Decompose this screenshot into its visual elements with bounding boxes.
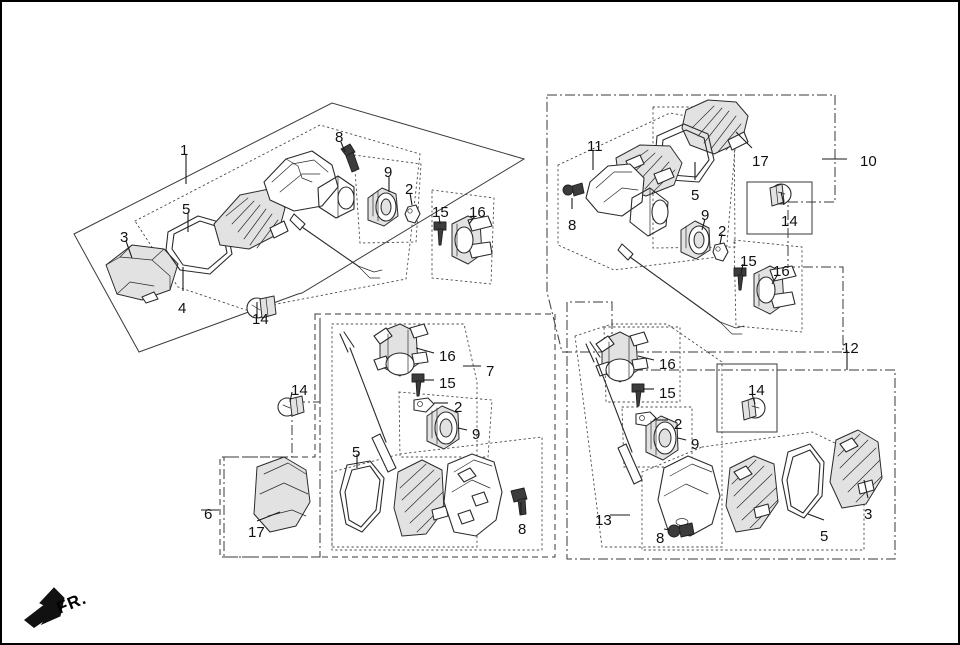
- part-11-mirror-housing-right: [585, 163, 669, 237]
- callout-1[interactable]: 1: [180, 142, 189, 159]
- lamp-lens-left: [213, 187, 289, 250]
- callout-12[interactable]: 12: [842, 340, 859, 357]
- callout-15a[interactable]: 15: [432, 204, 449, 221]
- callout-2b[interactable]: 2: [718, 223, 727, 240]
- leader-lines: [125, 131, 869, 531]
- callout-9a[interactable]: 9: [384, 164, 393, 181]
- callout-11[interactable]: 11: [587, 138, 603, 155]
- wire-harness-left: [289, 213, 383, 279]
- callout-13[interactable]: 13: [595, 512, 612, 529]
- part-16-signal-left: [451, 215, 493, 265]
- group-boundary-1: [73, 102, 526, 353]
- part-16-signal-right: [753, 265, 797, 315]
- part-15-screw-left: [433, 221, 447, 246]
- callout-8d[interactable]: 8: [656, 530, 665, 547]
- callout-15b[interactable]: 15: [740, 253, 757, 270]
- part-9-socket-left: [367, 187, 399, 227]
- part-16-signal-mid: [373, 323, 429, 377]
- part-17-lens-right: [681, 99, 749, 155]
- part-5-gasket-left: [165, 215, 233, 275]
- callout-3a[interactable]: 3: [120, 229, 129, 246]
- part-9-socket-right: [680, 220, 711, 260]
- callout-2c[interactable]: 2: [454, 399, 463, 416]
- group-boundary-16-left: [431, 189, 495, 285]
- callout-16a[interactable]: 16: [469, 204, 486, 221]
- part-14-bulb-br: [741, 397, 766, 421]
- group-boundary-7: [219, 313, 556, 558]
- part-8-screw-right: [562, 182, 585, 197]
- group-boundary-mirror-br: [641, 431, 865, 551]
- part-8-screw-left: [340, 143, 360, 173]
- part-14-bulb-mid: [277, 395, 305, 417]
- part-2-seal-mid: [413, 397, 435, 413]
- lamp-lens-br: [725, 455, 779, 533]
- callout-10[interactable]: 10: [860, 153, 877, 170]
- callout-14c[interactable]: 14: [291, 382, 308, 399]
- callout-17b[interactable]: 17: [248, 524, 265, 541]
- part-2-seal-right: [712, 242, 729, 262]
- group-boundary-16-br: [603, 326, 681, 403]
- callout-5a[interactable]: 5: [182, 201, 191, 218]
- callout-2d[interactable]: 2: [674, 416, 683, 433]
- part-9-socket-br: [645, 415, 679, 461]
- callout-7[interactable]: 7: [486, 363, 495, 380]
- callout-14b[interactable]: 14: [781, 213, 798, 230]
- callout-15c[interactable]: 15: [439, 375, 456, 392]
- callout-9d[interactable]: 9: [691, 436, 700, 453]
- callout-9c[interactable]: 9: [472, 426, 481, 443]
- group-boundary-16-right: [733, 239, 803, 333]
- group-boundary-mirror-mid: [331, 436, 543, 551]
- callout-5b[interactable]: 5: [691, 187, 700, 204]
- callout-14d[interactable]: 14: [748, 382, 765, 399]
- group-boundary-14-br: [716, 363, 778, 433]
- callout-4[interactable]: 4: [178, 300, 187, 317]
- part-17-cover-bottomleft: [253, 456, 311, 533]
- part-8-screw-br: [667, 522, 695, 538]
- group-boundary-4: [134, 124, 421, 311]
- callout-3b[interactable]: 3: [864, 506, 873, 523]
- part-5-gasket-mid: [339, 460, 385, 533]
- wire-harness-mid: [339, 331, 397, 473]
- wire-harness-right: [617, 243, 745, 335]
- part-15-screw-right: [733, 267, 747, 291]
- part-15-screw-mid: [411, 373, 425, 397]
- callout-15d[interactable]: 15: [659, 385, 676, 402]
- part-2-seal-left: [404, 204, 421, 224]
- callout-9b[interactable]: 9: [701, 207, 710, 224]
- part-5-gasket-br: [781, 443, 825, 519]
- part-3-mirror-cover-left: [105, 244, 179, 304]
- wire-harness-br: [585, 341, 643, 485]
- group-boundary-14-right: [746, 181, 813, 235]
- part-14-bulb-right: [769, 183, 792, 207]
- callout-14a[interactable]: 14: [252, 311, 269, 328]
- part-16-signal-br: [595, 331, 649, 383]
- mirror-housing-left: [263, 150, 355, 219]
- lamp-lens-mid: [393, 459, 449, 537]
- callout-16b[interactable]: 16: [773, 263, 790, 280]
- callout-5d[interactable]: 5: [820, 528, 829, 545]
- callout-17a[interactable]: 17: [752, 153, 769, 170]
- callout-16d[interactable]: 16: [659, 356, 676, 373]
- group-boundary-13: [574, 323, 723, 548]
- part-3-cover-br: [829, 429, 883, 509]
- part-9-socket-mid: [426, 405, 460, 450]
- callout-6[interactable]: 6: [204, 506, 213, 523]
- callout-8a[interactable]: 8: [335, 129, 344, 146]
- callout-8c[interactable]: 8: [518, 521, 527, 538]
- callout-8b[interactable]: 8: [568, 217, 577, 234]
- mirror-body-mid: [443, 453, 503, 537]
- fr-arrow-icon: [24, 587, 65, 628]
- group-boundary-2: [353, 154, 422, 244]
- callout-16c[interactable]: 16: [439, 348, 456, 365]
- callout-2a[interactable]: 2: [405, 181, 414, 198]
- part-15-screw-br: [631, 383, 645, 407]
- callout-5c[interactable]: 5: [352, 444, 361, 461]
- part-8-screw-mid: [510, 487, 528, 516]
- group-boundary-2-mid: [398, 391, 493, 458]
